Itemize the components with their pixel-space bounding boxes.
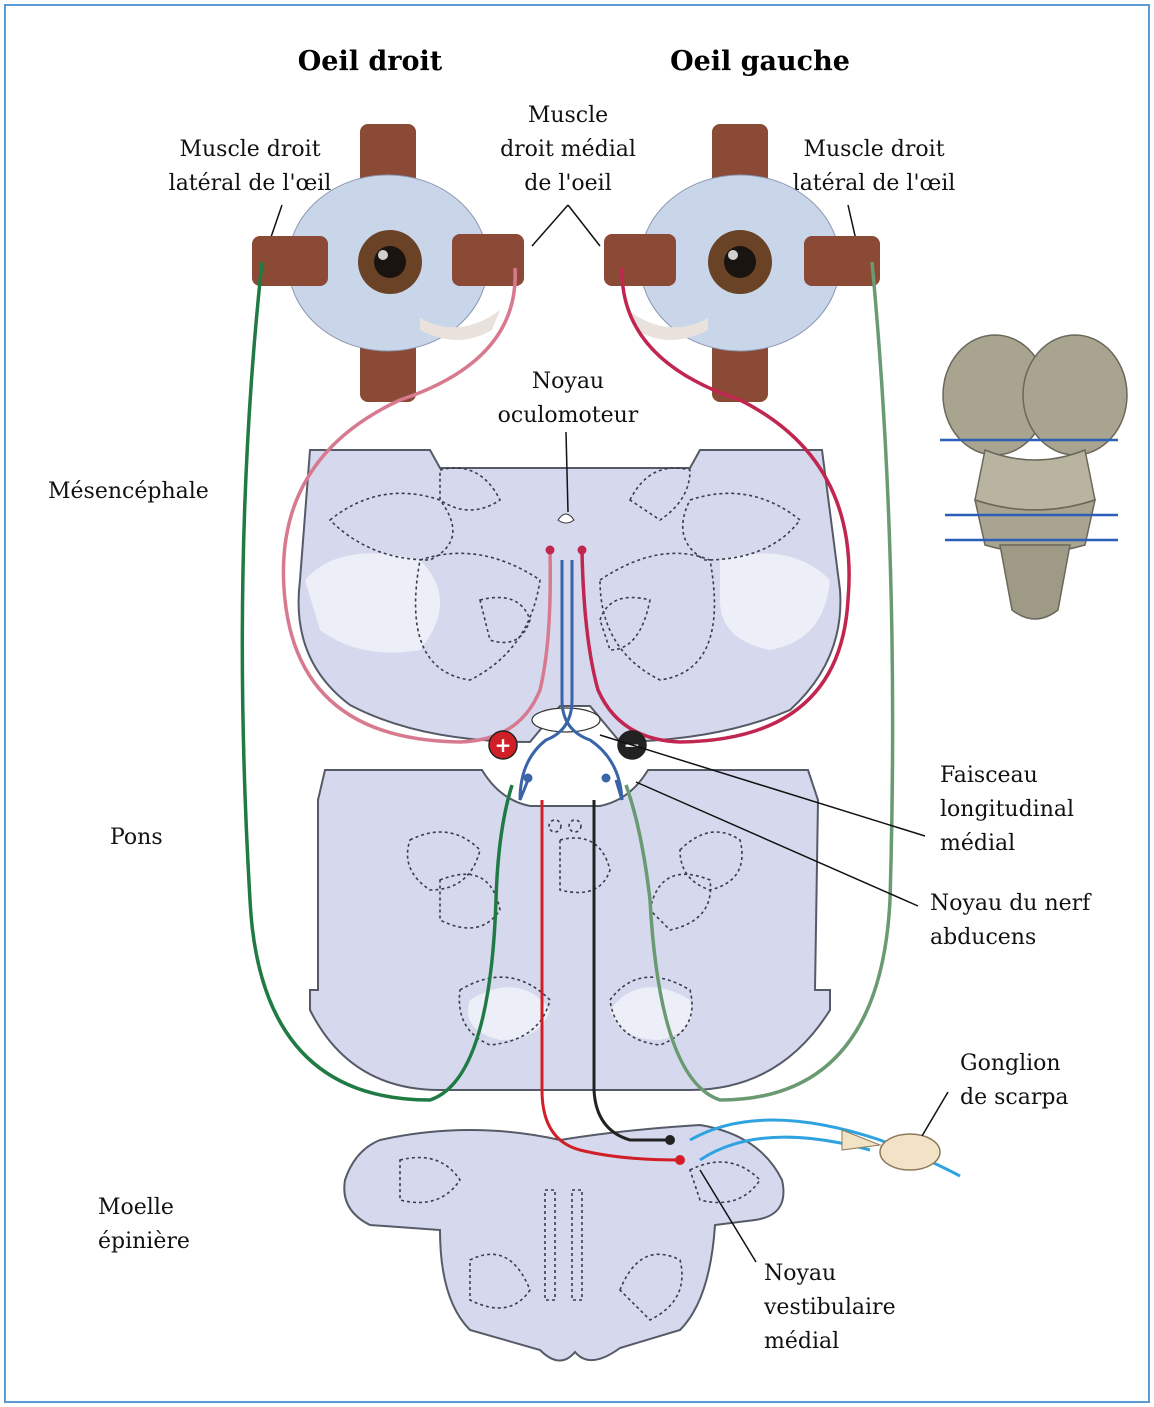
- badge-sign: +: [495, 733, 512, 757]
- label-line: Muscle droit: [179, 137, 320, 162]
- label-line: latéral de l'œil: [793, 171, 956, 196]
- title-right-eye: Oeil droit: [298, 46, 443, 77]
- title-left-eye: Oeil gauche: [670, 46, 850, 77]
- label-line: Moelle: [98, 1195, 174, 1220]
- label-line: de scarpa: [960, 1085, 1069, 1110]
- label-mlf: Faisceau longitudinal médial: [940, 763, 1074, 856]
- medial-rectus-right: [452, 234, 524, 286]
- leader-medial: [532, 205, 600, 246]
- label-line: Muscle droit: [803, 137, 944, 162]
- right-eye-illustration: [252, 124, 524, 402]
- medulla-section: [344, 1125, 783, 1361]
- inset-hemisphere-right: [1023, 335, 1127, 455]
- pupil-left: [724, 246, 756, 278]
- synapse-oculomotor: [578, 546, 587, 555]
- synapse-oculomotor: [546, 546, 555, 555]
- label-medial-muscle: Muscle droit médial de l'oeil: [500, 103, 636, 196]
- synapse-abducens: [524, 774, 533, 783]
- inset-spinal-cord: [1000, 545, 1070, 619]
- label-oculomotor-nucleus: Noyau oculomoteur: [498, 369, 639, 428]
- label-abducens-nucleus: Noyau du nerf abducens: [930, 891, 1092, 950]
- pons-outline: [310, 770, 830, 1090]
- label-line: médial: [764, 1329, 839, 1354]
- midbrain-section: [299, 450, 841, 742]
- label-lateral-muscle-right: Muscle droit latéral de l'œil: [169, 137, 332, 196]
- label-scarpa-ganglion: Gonglion de scarpa: [960, 1051, 1069, 1110]
- glint-left: [728, 250, 738, 260]
- label-line: droit médial: [500, 137, 636, 162]
- glint-right: [378, 250, 388, 260]
- medulla-outline: [344, 1125, 783, 1361]
- leader-lateral-left: [848, 205, 856, 240]
- label-line: vestibulaire: [763, 1295, 896, 1320]
- label-line: Noyau: [532, 369, 604, 394]
- excitatory-badge: +: [489, 731, 517, 759]
- lateral-rectus-left: [804, 236, 880, 286]
- label-line: abducens: [930, 925, 1036, 950]
- label-line: Noyau: [764, 1261, 836, 1286]
- label-line: oculomoteur: [498, 403, 639, 428]
- label-line: Gonglion: [960, 1051, 1061, 1076]
- brainstem-inset: [940, 335, 1127, 619]
- synapse-vestibular: [675, 1155, 685, 1165]
- label-line: épinière: [98, 1229, 190, 1254]
- label-medulla: Moelle épinière: [98, 1195, 190, 1254]
- label-pons: Pons: [110, 825, 163, 850]
- label-line: Faisceau: [940, 763, 1038, 788]
- label-line: de l'oeil: [524, 171, 612, 196]
- leader-lateral-right: [270, 205, 282, 240]
- scarpa-ganglion: [880, 1134, 940, 1170]
- label-line: latéral de l'œil: [169, 171, 332, 196]
- inset-pons: [975, 450, 1095, 510]
- label-line: longitudinal: [940, 797, 1074, 822]
- label-lateral-muscle-left: Muscle droit latéral de l'œil: [793, 137, 956, 196]
- pupil-right: [374, 246, 406, 278]
- label-vestibular-nucleus: Noyau vestibulaire médial: [763, 1261, 896, 1354]
- medial-rectus-left: [604, 234, 676, 286]
- synapse-vestibular: [665, 1135, 675, 1145]
- leader-scarpa: [922, 1092, 948, 1136]
- pons-section: [310, 770, 830, 1090]
- label-line: médial: [940, 831, 1015, 856]
- label-midbrain: Mésencéphale: [48, 479, 209, 504]
- synapse-abducens: [602, 774, 611, 783]
- lateral-rectus-right: [252, 236, 328, 286]
- label-line: Muscle: [528, 103, 608, 128]
- label-line: Noyau du nerf: [930, 891, 1092, 916]
- left-eye-illustration: [604, 124, 880, 402]
